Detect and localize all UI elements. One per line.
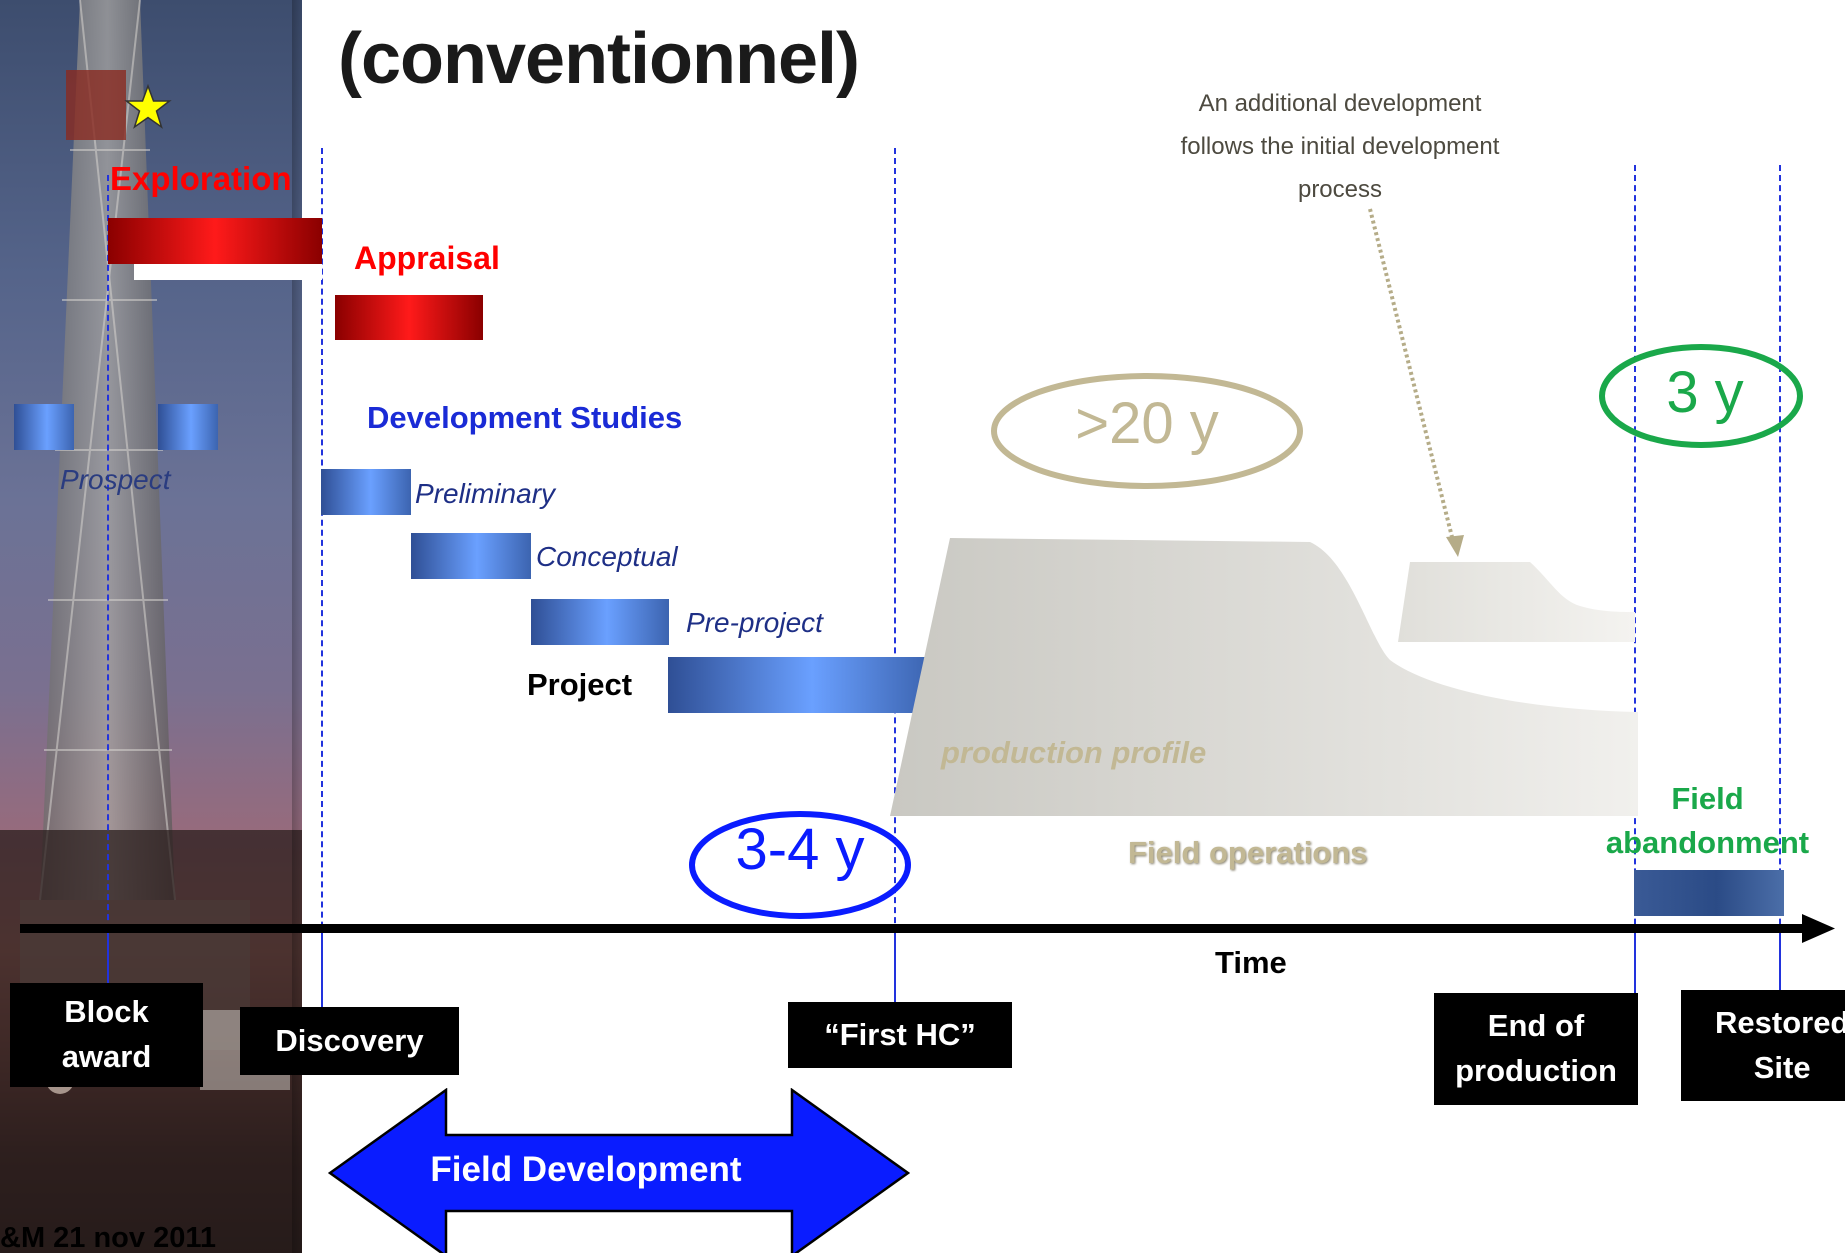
production-profile-shape xyxy=(890,538,1638,816)
pre-project-label: Pre-project xyxy=(686,607,823,638)
exploration-label: Exploration xyxy=(110,160,292,197)
end-production-tick xyxy=(1634,930,1636,993)
prospect-bar-left xyxy=(14,404,74,450)
abandonment-bar xyxy=(1634,870,1784,916)
time-axis-label: Time xyxy=(1215,945,1287,980)
production-duration-label: >20 y xyxy=(1075,391,1219,456)
conceptual-bar xyxy=(411,533,531,579)
field-abandonment-label: Field abandonment xyxy=(1605,781,1810,860)
page-title: (conventionnel) xyxy=(338,19,860,99)
field-operations-label: Field operations xyxy=(1128,835,1368,870)
star-icon xyxy=(124,84,172,129)
exploration-bar xyxy=(108,218,322,264)
footer-date: &M 21 nov 2011 xyxy=(0,1222,216,1253)
development-studies-label: Development Studies xyxy=(367,400,683,435)
production-duration-ellipse xyxy=(991,373,1303,489)
time-arrow-icon xyxy=(20,914,1835,943)
dev-duration-ellipse xyxy=(689,811,911,919)
project-bar xyxy=(668,657,930,713)
block-award-tick xyxy=(107,930,109,985)
restored-site-tick xyxy=(1779,930,1781,993)
exploration-bar-shadow xyxy=(134,264,322,280)
preliminary-label: Preliminary xyxy=(415,478,556,509)
abandonment-duration-label: 3 y xyxy=(1666,360,1744,425)
discovery-guide xyxy=(321,148,323,1008)
pre-project-bar xyxy=(531,599,669,645)
first-hc-guide xyxy=(894,148,896,1003)
note-pointer-icon xyxy=(1368,208,1464,557)
double-arrow-icon xyxy=(328,1088,910,1253)
first-hc-box: “First HC” xyxy=(788,1002,1012,1068)
field-development-label: Field Development xyxy=(430,1150,742,1189)
prospect-bar-right xyxy=(158,404,218,450)
project-label: Project xyxy=(527,667,633,702)
restored-site-guide xyxy=(1779,165,1781,995)
appraisal-label: Appraisal xyxy=(354,240,500,276)
preliminary-bar xyxy=(321,469,411,515)
discovery-tick xyxy=(321,930,323,1008)
block-award-guide xyxy=(107,175,109,980)
abandonment-duration-ellipse xyxy=(1599,344,1803,448)
first-hc-tick xyxy=(894,930,896,1002)
appraisal-bar xyxy=(335,295,483,340)
dev-duration-label: 3-4 y xyxy=(735,817,865,882)
prospect-label: Prospect xyxy=(60,464,171,495)
conceptual-label: Conceptual xyxy=(536,541,678,572)
end-of-production-box: End of production xyxy=(1434,993,1638,1105)
production-profile-label: production profile xyxy=(941,735,1207,770)
additional-development-note: An additional development follows the in… xyxy=(1180,90,1500,203)
discovery-box: Discovery xyxy=(240,1007,459,1075)
restored-site-box: Restored Site xyxy=(1681,990,1845,1101)
block-award-box: Block award xyxy=(10,983,203,1087)
end-production-guide xyxy=(1634,165,1636,995)
